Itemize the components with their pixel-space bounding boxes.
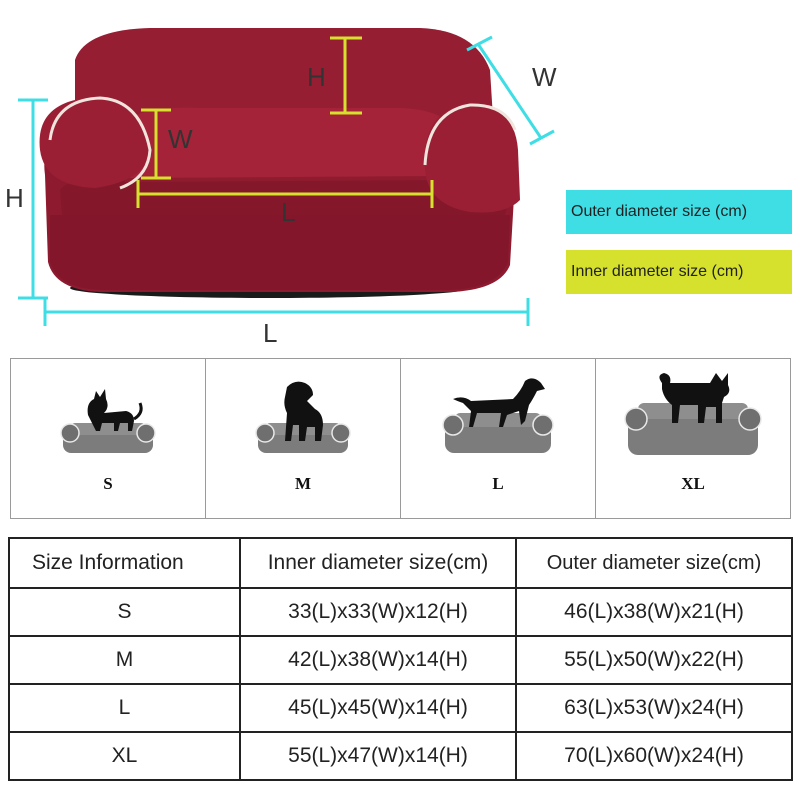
size-thumb-l: L <box>401 359 596 518</box>
right-arm-piping <box>423 103 517 166</box>
outer-size-cell: 63(L)x53(W)x24(H) <box>515 683 793 733</box>
bed-right-arm <box>425 103 520 213</box>
size-label-xl: XL <box>681 474 705 493</box>
puppy-silhouette-icon <box>255 381 351 453</box>
outer-dimension-lines <box>18 35 555 326</box>
size-label-l: L <box>492 474 504 493</box>
size-cell: S <box>8 587 241 637</box>
inner-size-cell: 55(L)x47(W)x14(H) <box>239 731 517 781</box>
table-row: S 33(L)x33(W)x12(H) 46(L)x38(W)x21(H) <box>8 587 793 637</box>
legend-outer-diameter: Outer diameter size (cm) <box>566 190 792 234</box>
size-label-m: M <box>294 474 312 493</box>
outer-size-cell: 70(L)x60(W)x24(H) <box>515 731 793 781</box>
table-row: L 45(L)x45(W)x14(H) 63(L)x53(W)x24(H) <box>8 683 793 733</box>
shiba-silhouette-icon <box>624 373 762 455</box>
size-cell: M <box>8 635 241 685</box>
table-row: XL 55(L)x47(W)x14(H) 70(L)x60(W)x24(H) <box>8 731 793 781</box>
table-row: M 42(L)x38(W)x14(H) 55(L)x50(W)x22(H) <box>8 635 793 685</box>
sofa-bed-illustration: H L W H W L <box>5 28 557 348</box>
inner-length-label: L <box>281 197 295 227</box>
size-thumb-m: M <box>206 359 401 518</box>
outer-size-cell: 46(L)x38(W)x21(H) <box>515 587 793 637</box>
size-thumbnails: S M L XL <box>10 358 791 519</box>
inner-width-label: W <box>168 124 193 154</box>
size-thumb-s: S <box>11 359 206 518</box>
legend-inner-text: Inner diameter size (cm) <box>571 263 744 280</box>
legend-inner-diameter: Inner diameter size (cm) <box>566 250 792 294</box>
product-diagram: H L W H W L Outer diameter size (cm) Inn… <box>0 0 800 350</box>
inner-size-cell: 45(L)x45(W)x14(H) <box>239 683 517 733</box>
size-cell: XL <box>8 731 241 781</box>
bed-left-arm <box>39 97 150 188</box>
inner-dimension-lines <box>136 36 434 208</box>
size-thumb-xl: XL <box>596 359 790 518</box>
greyhound-silhouette-icon <box>442 378 554 453</box>
outer-length-label: L <box>263 318 277 348</box>
table-header-row: Size Information Inner diameter size(cm)… <box>8 537 793 589</box>
inner-size-cell: 33(L)x33(W)x12(H) <box>239 587 517 637</box>
inner-height-label: H <box>307 62 326 92</box>
outer-size-cell: 55(L)x50(W)x22(H) <box>515 635 793 685</box>
column-header-size: Size Information <box>8 537 241 589</box>
size-label-s: S <box>103 474 113 493</box>
outer-width-label: W <box>532 62 557 92</box>
outer-height-label: H <box>5 183 24 213</box>
size-cell: L <box>8 683 241 733</box>
bed-front-shade <box>50 215 510 290</box>
chihuahua-silhouette-icon <box>60 389 156 453</box>
legend-outer-text: Outer diameter size (cm) <box>571 203 748 220</box>
column-header-outer: Outer diameter size(cm) <box>515 537 793 589</box>
bed-cushion <box>120 107 455 182</box>
inner-size-cell: 42(L)x38(W)x14(H) <box>239 635 517 685</box>
size-information-table: Size Information Inner diameter size(cm)… <box>8 537 793 781</box>
left-arm-piping <box>48 96 152 190</box>
column-header-inner: Inner diameter size(cm) <box>239 537 517 589</box>
